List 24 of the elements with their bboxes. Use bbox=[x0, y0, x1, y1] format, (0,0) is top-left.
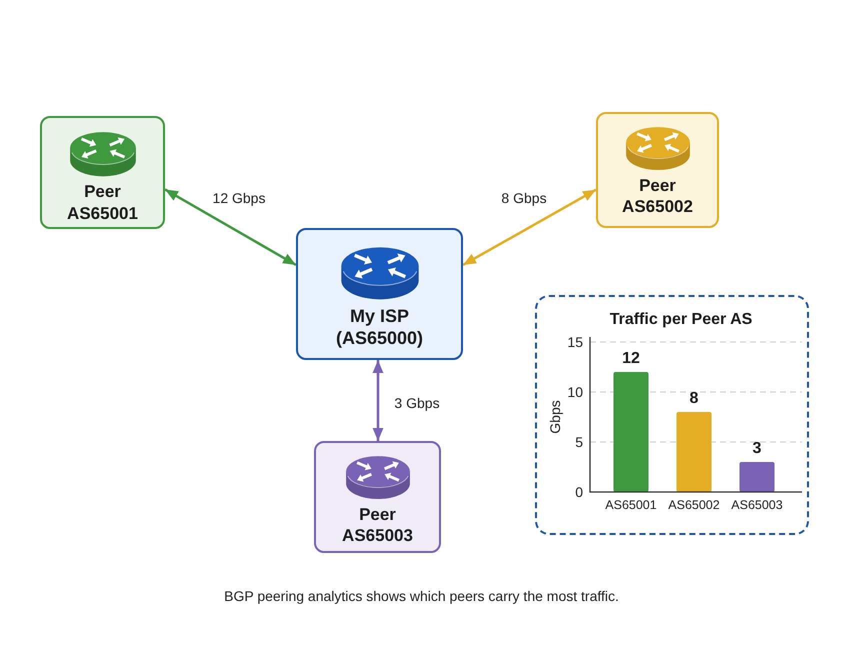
category-label: AS65003 bbox=[731, 498, 783, 512]
chart-title: Traffic per Peer AS bbox=[610, 311, 752, 329]
double-arrow bbox=[164, 188, 297, 266]
double-arrow bbox=[372, 360, 384, 441]
caption: BGP peering analytics shows which peers carry the most traffic. bbox=[224, 588, 619, 604]
node-label: My ISP (AS65000) bbox=[334, 304, 424, 350]
value-label: 3 bbox=[752, 441, 762, 457]
axis-title: Gbps bbox=[548, 400, 562, 434]
peer-box bbox=[314, 441, 441, 553]
tick-label: 5 bbox=[575, 435, 583, 449]
peer-box bbox=[596, 112, 719, 228]
peer-box bbox=[40, 116, 165, 229]
tick-label: 10 bbox=[567, 385, 583, 399]
category-label: AS65002 bbox=[668, 498, 720, 512]
node-label: Peer AS65002 bbox=[621, 175, 694, 218]
node-label: Peer AS65003 bbox=[341, 504, 414, 547]
tick-label: 0 bbox=[575, 485, 583, 499]
value-label: 12 bbox=[622, 351, 640, 367]
node-label: Peer AS65001 bbox=[66, 181, 139, 224]
isp-box bbox=[296, 228, 463, 360]
tick-label: 15 bbox=[567, 335, 583, 349]
double-arrow bbox=[462, 188, 597, 266]
value-label: 8 bbox=[690, 391, 698, 407]
category-label: AS65001 bbox=[605, 498, 657, 512]
